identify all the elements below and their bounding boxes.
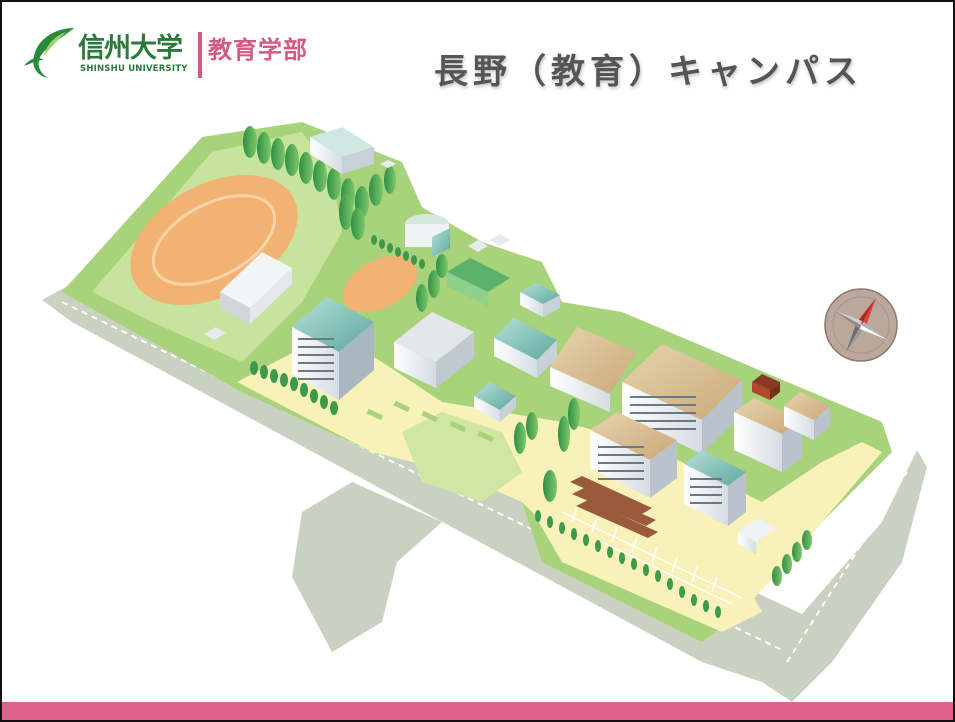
building-small-east	[520, 283, 560, 317]
walkway-tiles	[366, 400, 495, 443]
university-name: 信州大学	[78, 33, 183, 64]
historic-brick-building	[752, 374, 780, 400]
gymnasium	[220, 252, 292, 324]
building-tan-south	[590, 412, 677, 498]
greenhouse	[447, 258, 510, 306]
footer-bar	[2, 702, 953, 720]
building-center	[394, 312, 474, 388]
parking-lot	[561, 506, 743, 605]
faculty-name: 教育学部	[208, 36, 308, 64]
compass-rose-icon	[824, 288, 898, 362]
shinshu-leaf-logo-icon	[24, 28, 74, 78]
building-north	[310, 127, 374, 174]
building-teal-small	[474, 382, 516, 422]
main-building-tan	[550, 327, 742, 454]
logo-divider	[198, 32, 202, 78]
building-teal-south	[684, 450, 746, 526]
building-tan-far-east	[784, 392, 830, 440]
building-teal-mid	[494, 318, 557, 378]
lecture-building-teal	[292, 297, 374, 400]
small-sheds	[204, 160, 510, 340]
bicycle-shelters	[570, 476, 658, 538]
page-title: 長野（教育）キャンパス	[434, 52, 863, 92]
sports-field	[342, 255, 418, 313]
trees	[243, 126, 812, 586]
building-small-south-east	[738, 518, 776, 554]
university-logo: 信州大学 SHINSHU UNIVERSITY 教育学部	[20, 20, 330, 84]
university-name-en: SHINSHU UNIVERSITY	[80, 64, 188, 74]
building-dome	[405, 214, 450, 257]
hedge-rows	[250, 235, 721, 618]
building-tan-east	[734, 398, 802, 472]
